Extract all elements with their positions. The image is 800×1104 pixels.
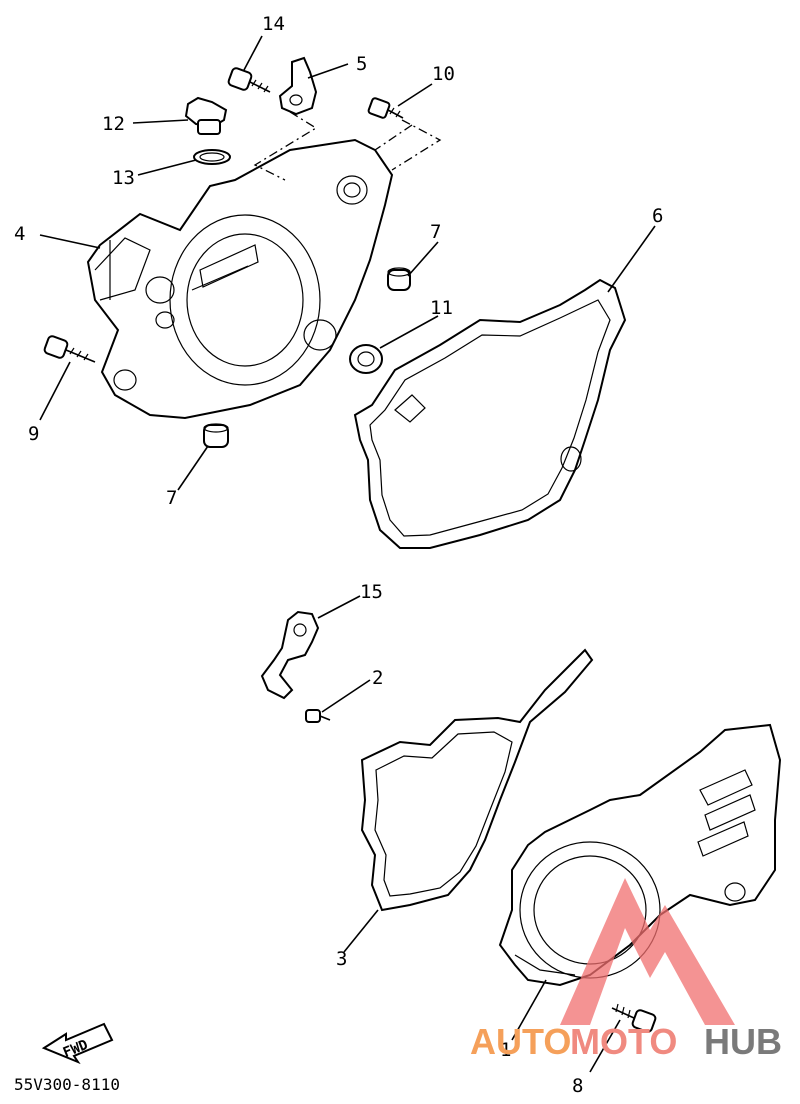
- callout-3: 8: [572, 1075, 583, 1097]
- callout-7-lower: 7: [166, 487, 177, 509]
- cover-gasket-part-6: [353, 278, 627, 549]
- o-ring-part-13: [193, 149, 231, 165]
- callout-13: 13: [112, 167, 135, 189]
- bracket-part-14: [260, 610, 320, 700]
- callout-4: 4: [14, 223, 25, 245]
- watermark-text-moto: MOTO: [570, 1021, 677, 1062]
- callout-8: 10: [432, 63, 455, 85]
- callout-1: 1: [500, 1039, 511, 1061]
- watermark-text-hub: HUB: [704, 1021, 782, 1062]
- callout-7-upper: 7: [430, 221, 441, 243]
- diagram-part-number: 55V300-8110: [14, 1075, 120, 1094]
- leader-lines: [39, 35, 656, 1073]
- automotohub-wordmark: AUTO MOTO HUB: [470, 1021, 782, 1062]
- bolt-part-10: [43, 335, 96, 363]
- watermark-text-auto: AUTO: [470, 1021, 571, 1062]
- assembly-guide-lines: [253, 111, 442, 181]
- cover-gasket-part-2: [360, 648, 594, 912]
- callout-9: 14: [262, 13, 285, 35]
- oil-filler-plug-part-12: [184, 96, 228, 135]
- callout-11: 11: [430, 297, 453, 319]
- screw-part-15: [305, 709, 331, 723]
- watermark-logo-icon: [560, 878, 735, 1025]
- callout-14: 15: [360, 581, 383, 603]
- bolt-part-9: [227, 67, 271, 93]
- crankcase-cover-part-4: [86, 138, 394, 420]
- callout-labels: 14 5 10 12 13 4 7 6 11 9 7 15 2 3 1 8: [14, 13, 663, 1097]
- callout-6: 6: [652, 205, 663, 227]
- callout-12: 12: [102, 113, 125, 135]
- dowel-pin-part-7-upper: [387, 267, 411, 291]
- oil-seal-part-11: [349, 344, 383, 374]
- dowel-pin-part-7-lower: [203, 423, 229, 448]
- automotohub-watermark: [560, 878, 735, 1025]
- bolt-part-3: [611, 1003, 657, 1033]
- forward-direction-arrow: FWD: [41, 1022, 114, 1065]
- bolt-part-8: [367, 97, 404, 119]
- callout-10: 9: [28, 423, 39, 445]
- callout-5: 5: [356, 53, 367, 75]
- callout-2: 3: [336, 948, 347, 970]
- callout-15: 2: [372, 667, 383, 689]
- bracket-part-5: [278, 56, 318, 116]
